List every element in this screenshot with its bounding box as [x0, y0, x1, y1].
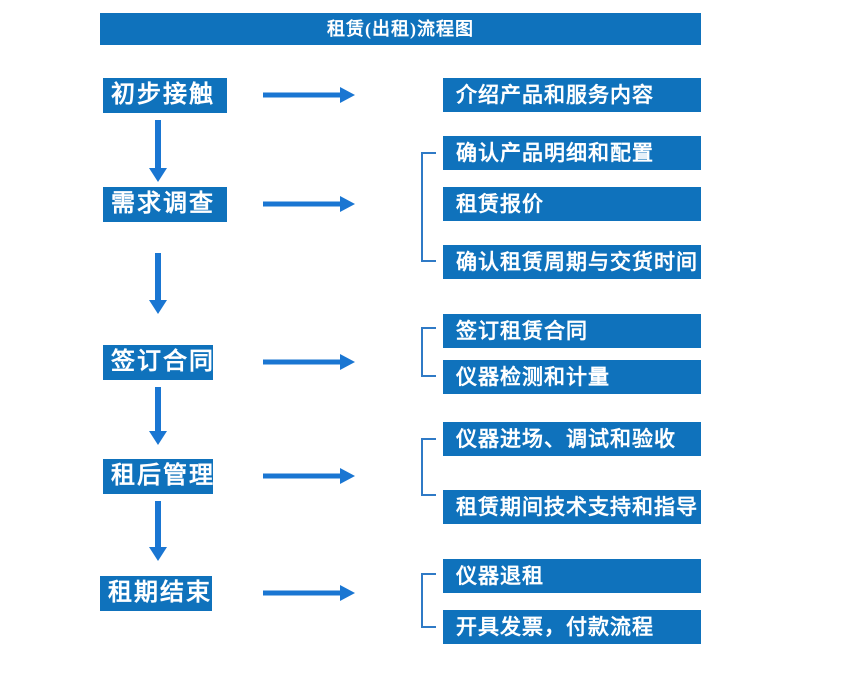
arrow-down-icon — [149, 120, 167, 182]
group-bracket — [421, 152, 436, 262]
detail-box-tech-support: 租赁期间技术支持和指导 — [443, 490, 701, 524]
step-box-initial-contact: 初步接触 — [103, 78, 227, 113]
detail-box-introduce-products: 介绍产品和服务内容 — [443, 78, 701, 112]
detail-box-confirm-period-delivery: 确认租赁周期与交货时间 — [443, 245, 701, 279]
chart-title: 租赁(出租)流程图 — [100, 13, 701, 45]
arrow-right-icon — [263, 585, 355, 601]
arrow-down-icon — [149, 501, 167, 561]
arrow-right-icon — [263, 468, 355, 484]
arrow-right-icon — [263, 87, 355, 103]
detail-box-confirm-product-config: 确认产品明细和配置 — [443, 136, 701, 170]
step-box-post-rental-management: 租后管理 — [103, 459, 213, 494]
detail-box-instrument-return: 仪器退租 — [443, 559, 701, 593]
arrow-right-icon — [263, 196, 355, 212]
step-box-demand-survey: 需求调查 — [103, 187, 227, 222]
detail-box-instrument-calibration: 仪器检测和计量 — [443, 360, 701, 394]
arrow-down-icon — [149, 253, 167, 314]
group-bracket — [421, 438, 436, 496]
arrow-right-icon — [263, 354, 355, 370]
step-box-sign-contract: 签订合同 — [103, 345, 213, 380]
detail-box-invoice-payment: 开具发票，付款流程 — [443, 610, 701, 644]
detail-box-sign-rental-contract: 签订租赁合同 — [443, 314, 701, 348]
group-bracket — [421, 327, 436, 377]
step-box-lease-end: 租期结束 — [100, 576, 212, 611]
detail-box-instrument-setup: 仪器进场、调试和验收 — [443, 422, 701, 456]
group-bracket — [421, 573, 436, 628]
detail-box-rental-quote: 租赁报价 — [443, 187, 701, 221]
arrow-down-icon — [149, 387, 167, 445]
